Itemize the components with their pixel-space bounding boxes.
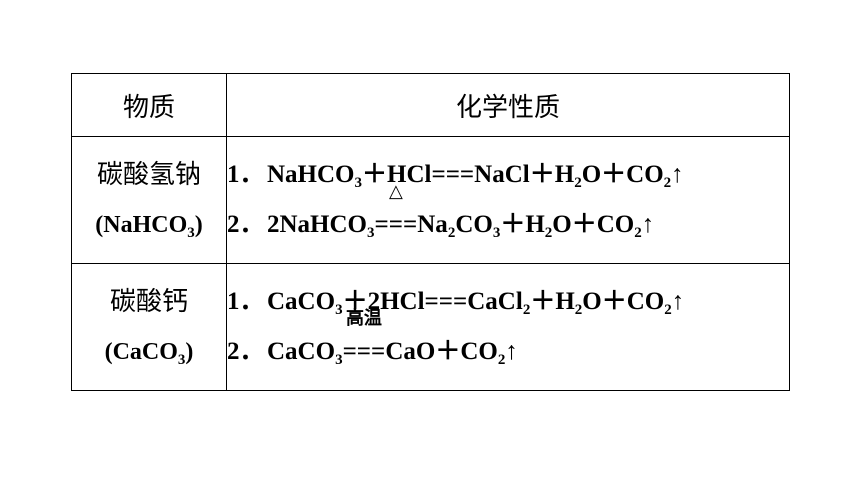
table-row-nahco3: 碳酸氢钠 (NaHCO3) 1．NaHCO3＋HCl===NaCl＋H2O＋CO… [71, 136, 790, 264]
equation-line: 1．NaHCO3＋HCl===NaCl＋H2O＋CO2↑ [227, 161, 684, 191]
equation-line: 2．2NaHCO3△===Na2CO3＋H2O＋CO2↑ [227, 181, 789, 250]
table-row-caco3: 碳酸钙 (CaCO3) 1．CaCO3＋2HCl===CaCl2＋H2O＋CO2… [71, 263, 790, 391]
substance-cell: 碳酸氢钠 (NaHCO3) [71, 136, 227, 264]
reaction-condition: △=== [374, 181, 418, 239]
substance-formula: (CaCO3) [104, 339, 194, 368]
substance-cell: 碳酸钙 (CaCO3) [71, 263, 227, 391]
table-header-row: 物质 化学性质 [71, 73, 790, 137]
substance-formula: (NaHCO3) [95, 212, 203, 241]
equations-cell: 1．NaHCO3＋HCl===NaCl＋H2O＋CO2↑ 2．2NaHCO3△=… [226, 136, 790, 264]
header-chemical-properties: 化学性质 [226, 73, 790, 137]
header-substance: 物质 [71, 73, 227, 137]
substance-name: 碳酸氢钠 [96, 160, 201, 190]
reaction-condition: 高温=== [342, 308, 386, 366]
equation-line: 1．CaCO3＋2HCl===CaCl2＋H2O＋CO2↑ [227, 288, 685, 318]
chemical-properties-table: 物质 化学性质 碳酸氢钠 (NaHCO3) 1．NaHCO3＋HCl===NaC… [71, 73, 790, 391]
substance-name: 碳酸钙 [109, 287, 188, 317]
